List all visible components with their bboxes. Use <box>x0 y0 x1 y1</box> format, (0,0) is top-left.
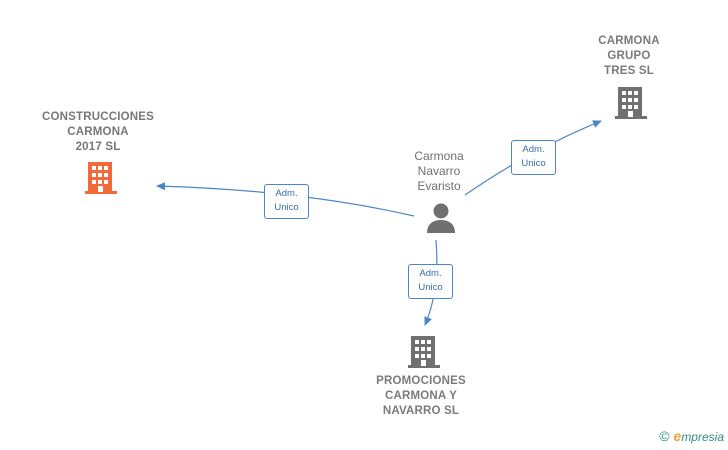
edge-label-adm-unico: Adm. Unico <box>511 140 556 175</box>
company-construcciones-label[interactable]: CONSTRUCCIONES CARMONA 2017 SL <box>28 110 168 155</box>
company-label-line: GRUPO <box>607 50 651 62</box>
edge-label-adm-unico: Adm. Unico <box>408 264 453 299</box>
company-label-line: CARMONA <box>67 126 129 138</box>
building-icon[interactable] <box>615 85 647 119</box>
company-label-line: 2017 SL <box>75 141 121 153</box>
person-label[interactable]: Carmona Navarro Evaristo <box>399 149 479 194</box>
company-label-line: PROMOCIONES <box>376 375 466 387</box>
person-label-line: Carmona <box>414 149 464 163</box>
company-label-line: CONSTRUCCIONES <box>41 111 155 123</box>
company-label-line: NAVARRO SL <box>382 405 460 417</box>
company-label-line: CARMONA Y <box>384 390 458 402</box>
company-promociones-label[interactable]: PROMOCIONES CARMONA Y NAVARRO SL <box>358 374 484 419</box>
building-icon[interactable] <box>85 160 117 194</box>
brand-logo-text: mpresia <box>681 430 724 444</box>
brand-footer: © empresia <box>659 428 724 444</box>
brand-logo-initial: e <box>673 428 682 444</box>
person-label-line: Evaristo <box>417 179 461 193</box>
edge-label-adm-unico: Adm. Unico <box>264 184 309 219</box>
person-label-line: Navarro <box>417 164 461 178</box>
building-icon[interactable] <box>408 334 440 368</box>
company-label-line: TRES SL <box>604 65 654 77</box>
person-icon[interactable] <box>426 202 456 234</box>
company-label-line: CARMONA <box>598 35 660 47</box>
copyright-symbol: © <box>659 428 670 444</box>
company-carmona-grupo-label[interactable]: CARMONA GRUPO TRES SL <box>584 34 674 79</box>
brand-logo[interactable]: empresia <box>674 428 724 444</box>
